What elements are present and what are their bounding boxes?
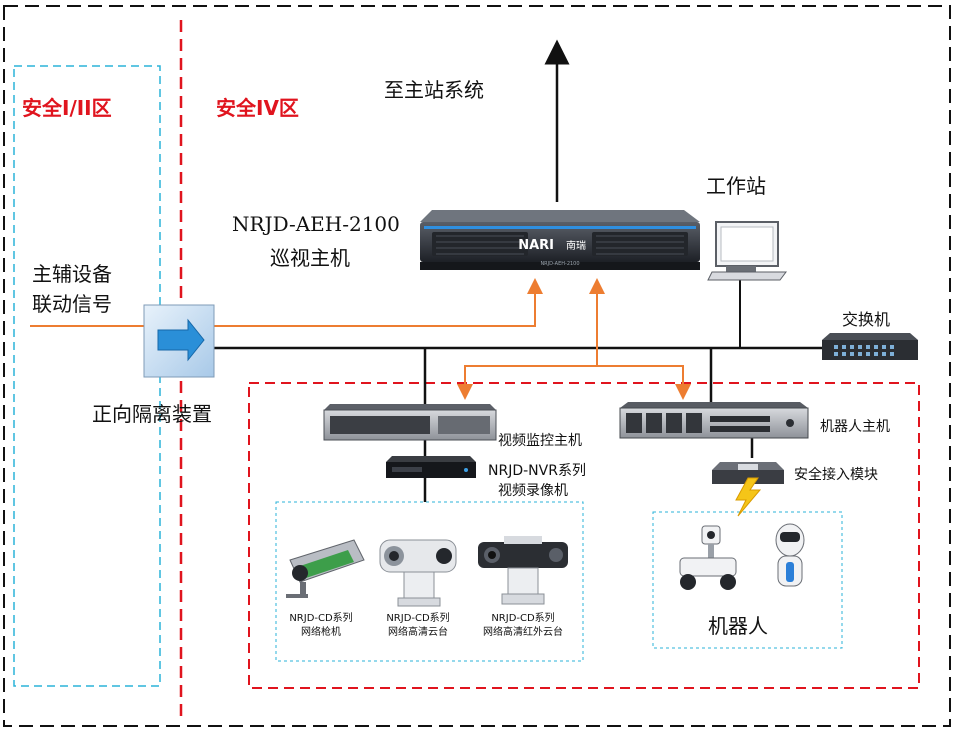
host-model-label: NRJD-AEH-2100 <box>232 212 400 236</box>
to-master-label: 至主站系统 <box>384 78 484 102</box>
server-brand-text: NARI <box>518 238 554 253</box>
video-host-label: 视频监控主机 <box>498 433 582 449</box>
humanoid-robot-icon <box>775 523 805 587</box>
isolation-label: 正向隔离装置 <box>92 402 212 426</box>
camera-caption-ir-ptz: NRJD-CD系列 网络高清红外云台 <box>464 612 582 640</box>
camera-group-boundary <box>275 501 584 662</box>
workstation-label: 工作站 <box>706 174 766 198</box>
camera-name: 网络高清云台 <box>388 627 448 638</box>
camera-name: 网络高清红外云台 <box>483 627 563 638</box>
zone-1-2-boundary <box>13 65 161 687</box>
outer-boundary <box>3 5 951 727</box>
wheeled-robot-icon <box>679 525 737 590</box>
bullet-camera-icon <box>286 539 365 598</box>
isolation-device-icon <box>143 304 215 378</box>
video-host-icon <box>323 404 497 441</box>
server-brand-cn-text: 南瑞 <box>566 239 586 252</box>
camera-series: NRJD-CD系列 <box>491 613 555 624</box>
robot-group-boundary <box>652 511 843 649</box>
secure-module-icon <box>712 462 784 517</box>
robot-host-label: 机器人主机 <box>820 419 890 435</box>
svg-text:NRJD-AEH-2100: NRJD-AEH-2100 <box>540 261 579 267</box>
secure-module-label: 安全接入模块 <box>794 467 878 483</box>
camera-series: NRJD-CD系列 <box>386 613 450 624</box>
aux-signal-label-line1: 主辅设备 <box>32 262 112 286</box>
ir-ptz-camera-icon <box>478 536 568 605</box>
nvr-icon <box>386 456 476 478</box>
camera-caption-bullet: NRJD-CD系列 网络枪机 <box>276 612 366 640</box>
aux-signal-label-line2: 联动信号 <box>32 292 112 316</box>
robot-label: 机器人 <box>708 614 768 638</box>
nvr-label-line1: NRJD-NVR系列 <box>488 463 586 479</box>
host-name-label: 巡视主机 <box>270 246 350 270</box>
zone-1-2-label: 安全I/II区 <box>22 96 112 120</box>
ptz-camera-icon <box>379 539 457 607</box>
field-device-boundary <box>248 382 920 689</box>
inspection-host-server: NRJD-AEH-2100 NARI 南瑞 <box>420 210 700 270</box>
switch-label: 交换机 <box>842 310 891 329</box>
camera-name: 网络枪机 <box>301 627 341 638</box>
workstation-icon <box>707 221 787 281</box>
camera-series: NRJD-CD系列 <box>289 613 353 624</box>
switch-icon <box>822 333 918 360</box>
camera-caption-ptz: NRJD-CD系列 网络高清云台 <box>372 612 464 640</box>
nvr-label-line2: 视频录像机 <box>498 483 568 499</box>
robot-host-icon <box>619 402 809 439</box>
zone-4-label: 安全IV区 <box>216 96 299 120</box>
